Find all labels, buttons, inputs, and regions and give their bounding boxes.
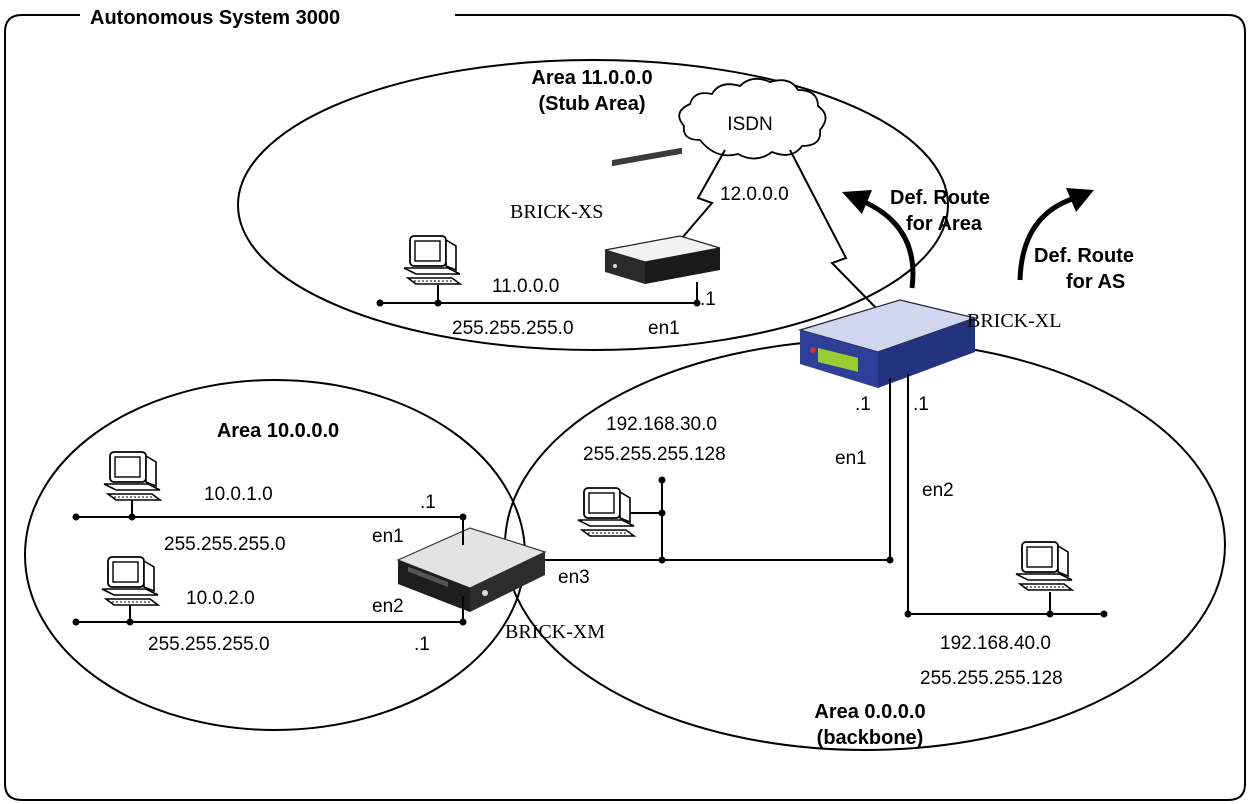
area-route-arrow-icon: [859, 197, 916, 289]
xl-en1-name: en1: [835, 448, 867, 469]
net102-address: 10.0.2.0: [186, 588, 255, 609]
net40-mask: 255.255.255.128: [920, 668, 1063, 689]
area-10-name: Area 10.0.0.0: [217, 420, 339, 442]
computer-icon: [577, 487, 635, 537]
area-11-name: Area 11.0.0.0: [531, 67, 652, 89]
xl-en1-host: .1: [855, 394, 871, 415]
xs-en1-name: en1: [648, 318, 680, 339]
as-route-line2: for AS: [1066, 271, 1125, 293]
xm-en2-name: en2: [372, 596, 404, 617]
net102-mask: 255.255.255.0: [148, 634, 270, 655]
backbone-area-type: (backbone): [817, 727, 924, 749]
brick-xl-name: BRICK-XL: [967, 310, 1061, 332]
computer-icon: [403, 235, 461, 285]
net101-mask: 255.255.255.0: [164, 534, 286, 555]
xm-en3-name: en3: [558, 567, 590, 588]
xl-en2-host: .1: [913, 394, 929, 415]
cloud-icon: [678, 77, 827, 160]
as-route-line1: Def. Route: [1034, 245, 1134, 267]
net101-address: 10.0.1.0: [204, 484, 273, 505]
isdn-link-xl: [789, 149, 881, 313]
brick-xs-router-icon: [604, 147, 721, 284]
net11-address: 11.0.0.0: [492, 276, 559, 297]
area-11-boundary: [237, 59, 949, 351]
xl-en2-name: en2: [922, 480, 954, 501]
net30-address: 192.168.30.0: [606, 414, 717, 435]
area-11-type: (Stub Area): [538, 93, 645, 115]
xs-en1-host: .1: [700, 289, 716, 310]
xm-en1-host: .1: [420, 492, 436, 513]
as-route-arrow-icon: [1017, 195, 1076, 281]
brick-xm-name: BRICK-XM: [505, 621, 605, 643]
backbone-area-name: Area 0.0.0.0: [814, 701, 925, 723]
brick-xs-name: BRICK-XS: [510, 201, 603, 223]
as-boundary: [4, 14, 1246, 801]
computer-icon: [103, 451, 161, 501]
area-route-line2: for Area: [906, 213, 983, 235]
xm-en2-host: .1: [414, 634, 430, 655]
xm-en1-name: en1: [372, 526, 404, 547]
net30-mask: 255.255.255.128: [583, 444, 726, 465]
brick-xl-router-icon: [797, 299, 978, 388]
area-route-line1: Def. Route: [890, 187, 990, 209]
isdn-network-address: 12.0.0.0: [720, 184, 789, 205]
computer-icon: [101, 556, 159, 606]
isdn-link-xs: [681, 149, 726, 239]
isdn-label: ISDN: [727, 114, 772, 135]
net11-mask: 255.255.255.0: [452, 318, 574, 339]
net40-address: 192.168.40.0: [940, 633, 1051, 654]
brick-xm-router-icon: [396, 527, 547, 612]
as-title: Autonomous System 3000: [90, 7, 340, 29]
computer-icon: [1015, 541, 1073, 591]
